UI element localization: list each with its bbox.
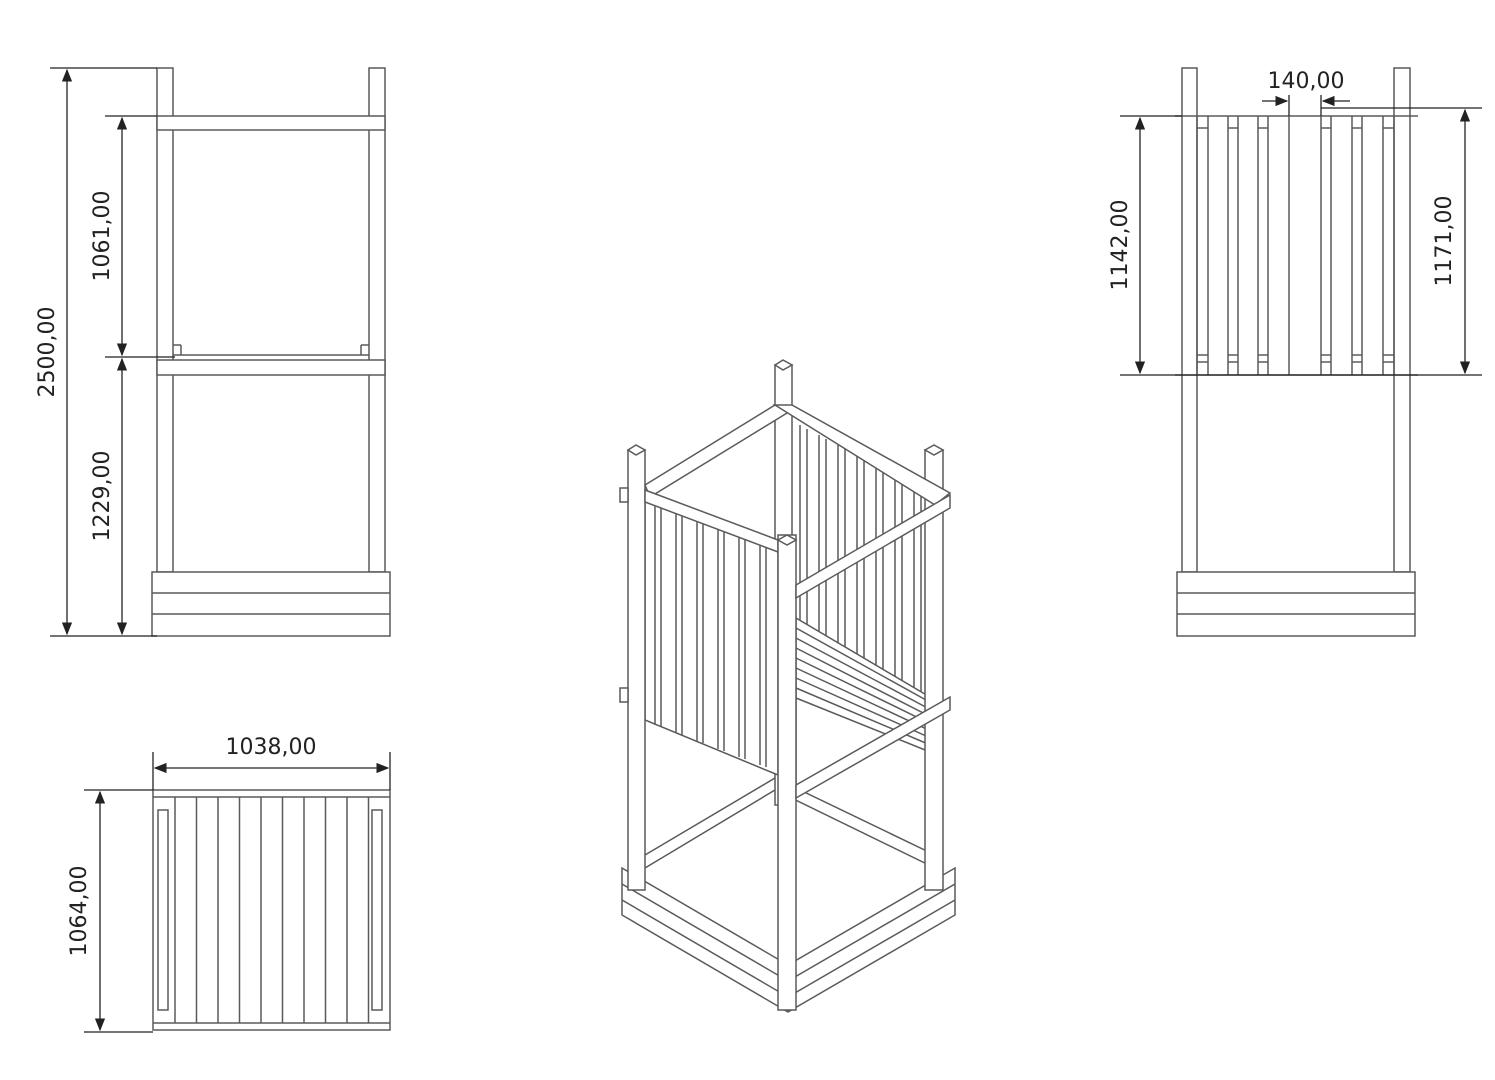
isometric-view bbox=[619, 359, 956, 1013]
plan-view-dimensions: 1038,00 1064,00 bbox=[67, 735, 391, 1033]
side-elevation-view bbox=[1175, 67, 1418, 637]
iso-floor-line bbox=[795, 637, 936, 713]
side-view-dimensions: 140,00 1142,00 1171,00 bbox=[1108, 69, 1482, 376]
front-view-dimensions: 2500,00 1061,00 1229,00 bbox=[35, 67, 175, 637]
dim-plan-width: 1038,00 bbox=[226, 735, 317, 760]
iso-floor-line bbox=[795, 697, 936, 755]
iso-floor-line bbox=[795, 627, 936, 706]
dim-panel-height-right: 1171,00 bbox=[1432, 196, 1457, 287]
iso-floor-line bbox=[795, 647, 936, 720]
iso-floor-line bbox=[795, 687, 936, 748]
dim-plan-depth: 1064,00 bbox=[67, 866, 92, 957]
dim-total-height: 2500,00 bbox=[35, 307, 60, 398]
iso-floor-line bbox=[795, 657, 936, 727]
plan-view bbox=[152, 789, 391, 1031]
front-elevation-view bbox=[151, 67, 391, 637]
dim-panel-height-left: 1142,00 bbox=[1108, 200, 1133, 291]
dim-gap-width: 140,00 bbox=[1268, 69, 1345, 94]
dim-upper-height: 1061,00 bbox=[90, 191, 115, 282]
dim-lower-height: 1229,00 bbox=[90, 451, 115, 542]
